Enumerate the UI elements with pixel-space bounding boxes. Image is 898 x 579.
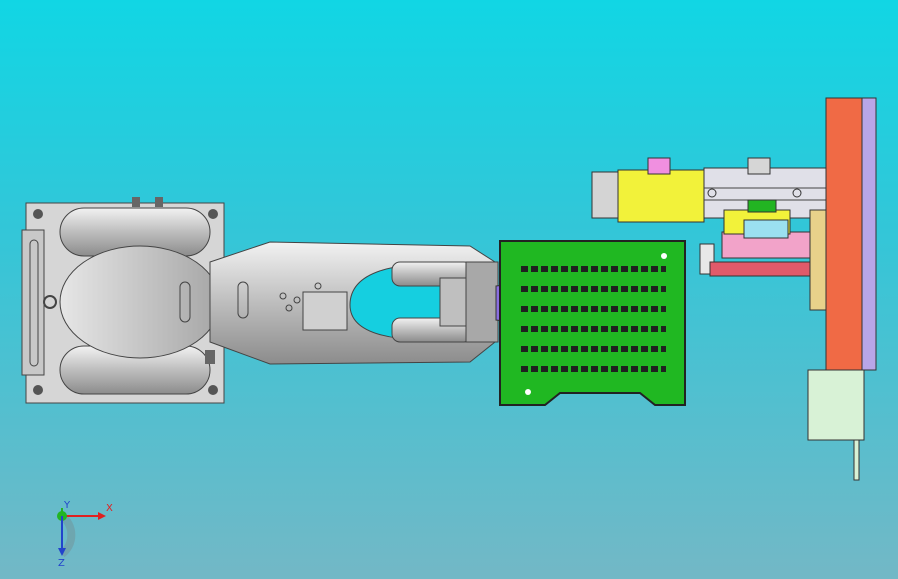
x-axis-arrow (62, 512, 106, 520)
y-axis-label: Y (63, 500, 71, 511)
orange-plate[interactable] (825, 97, 865, 371)
pcb-fixture[interactable] (499, 240, 686, 406)
pale-green-block[interactable] (807, 369, 865, 481)
z-axis-arrow (58, 516, 66, 556)
robot-arm[interactable] (179, 241, 499, 365)
robot-motor-drums[interactable] (59, 197, 221, 395)
lavender-plate[interactable] (861, 97, 877, 371)
x-axis-label: X (106, 503, 113, 514)
pcb-connector-rows (520, 262, 666, 372)
z-axis-label: Z (58, 558, 65, 568)
coordinate-triad: X Y Z (57, 500, 113, 568)
side-bracket[interactable] (809, 209, 827, 311)
pink-block[interactable] (699, 199, 819, 277)
feeder-assembly[interactable] (591, 157, 827, 223)
